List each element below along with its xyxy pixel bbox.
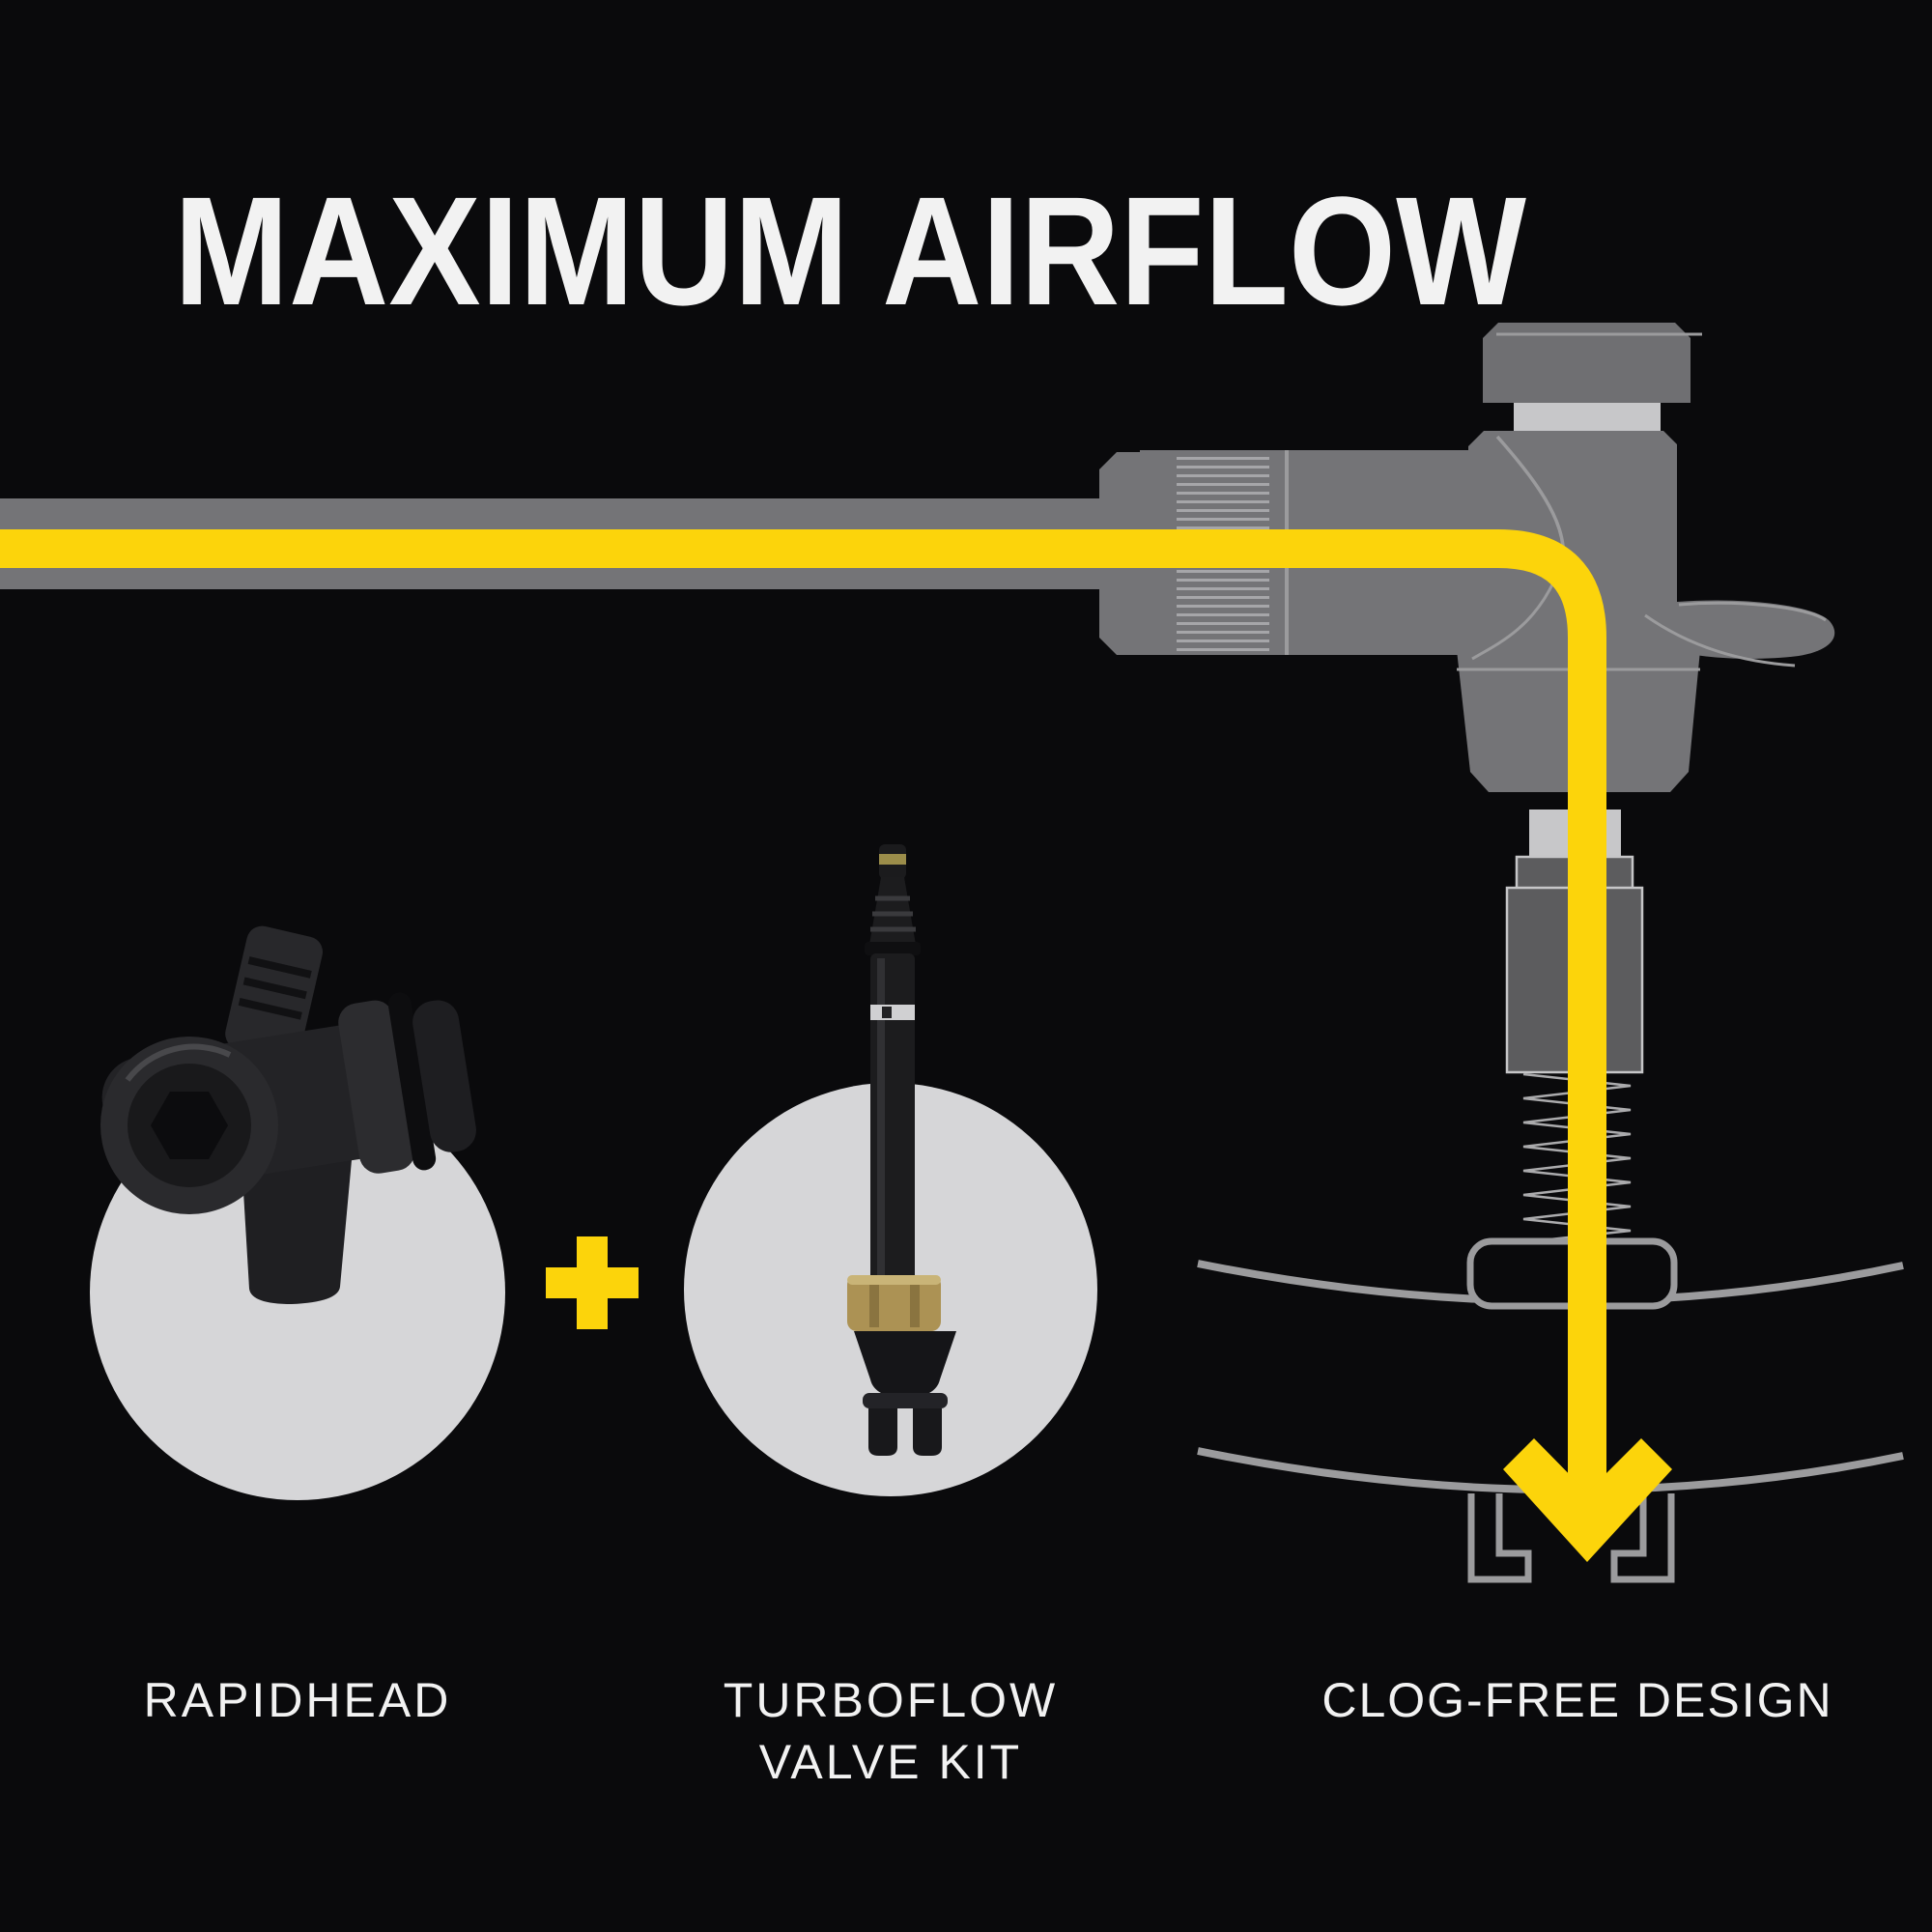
lever-outline [1678, 601, 1827, 622]
rapidhead-hex-opening [151, 1092, 228, 1159]
label-rapidhead: RAPIDHEAD [143, 1673, 452, 1727]
airflow-line [0, 529, 1606, 1507]
lever-under-curve [1644, 613, 1796, 668]
brass-nut-facets [869, 1279, 920, 1327]
valve-collar [865, 942, 921, 955]
valve-foot-left [868, 1408, 897, 1456]
label-clog-free: CLOG-FREE DESIGN [1321, 1673, 1833, 1727]
valve-stem [870, 953, 915, 1287]
rim-bead-hook-left [1467, 1493, 1532, 1583]
plus-icon [546, 1236, 639, 1329]
pump-body-upper [1468, 431, 1677, 670]
label-turboflow-line1: TURBOFLOW [723, 1673, 1059, 1727]
valve-foot-right [913, 1408, 942, 1456]
pump-lever [1677, 600, 1835, 659]
valve-tip-band [879, 854, 906, 865]
valve-taper-ridges [870, 895, 916, 932]
label-turboflow-line2: VALVE KIT [758, 1735, 1023, 1789]
rapidhead-lever [225, 925, 324, 1060]
rapidhead-highlight [125, 1043, 232, 1082]
valve-logo-band [870, 1005, 915, 1020]
rapidhead-photo [100, 925, 476, 1304]
valve-spring [1522, 1072, 1632, 1244]
label-turboflow: TURBOFLOW VALVE KIT [649, 1669, 1132, 1793]
valve-stem-highlight [877, 958, 885, 1283]
rapidhead-tube [242, 1150, 353, 1304]
valve-taper [869, 877, 916, 945]
rim-cross-section [1197, 1237, 1904, 1583]
valve-grommet [854, 1331, 956, 1399]
turboflow-photo [847, 844, 956, 1456]
page-title: MAXIMUM AIRFLOW [174, 164, 1526, 337]
brass-nut-top-edge [847, 1275, 941, 1285]
body-swoosh-line-2 [1471, 580, 1556, 661]
airflow-path [0, 529, 1672, 1562]
valve-logo-mark [882, 1007, 892, 1018]
down-arrow-icon [1503, 1438, 1672, 1562]
rim-bead-hook-right [1610, 1493, 1675, 1583]
valve-base-ring [863, 1393, 948, 1408]
pump-cap [1483, 323, 1690, 403]
pump-collar [1514, 403, 1661, 431]
